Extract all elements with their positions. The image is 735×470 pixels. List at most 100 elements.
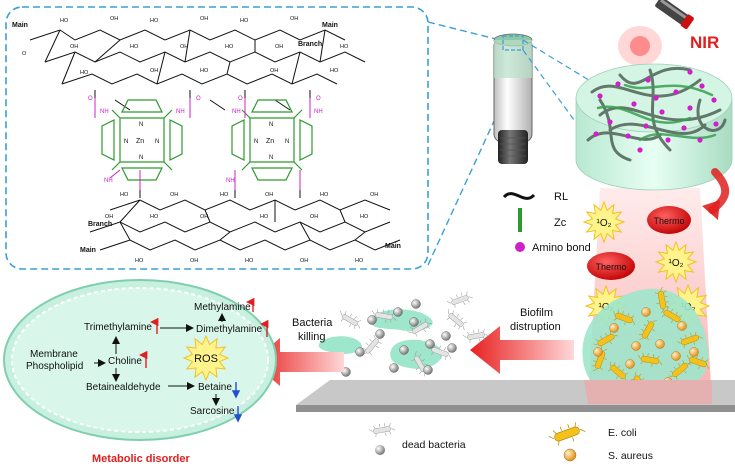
dead-bacterium <box>446 309 468 331</box>
biofilm-disruption-arrow: Biofilm distruption <box>470 307 574 374</box>
dead-bacterium <box>361 334 383 356</box>
hydroxyl-label: OH <box>300 258 308 264</box>
sarcosine-label: Sarcosine <box>190 406 235 417</box>
hydroxyl-label: OH <box>290 16 298 22</box>
dead-ball-icon <box>375 445 385 455</box>
singlet-oxygen-label: ¹O₂ <box>597 218 612 229</box>
zn-phthalocyanine-left: Zn N N N N <box>101 99 183 181</box>
inset-label-main-tl: Main <box>12 22 28 29</box>
ecoli-icon <box>548 422 586 446</box>
ecoli-bacterium <box>612 309 636 326</box>
betainealdehyde-label: Betainealdehyde <box>86 382 161 393</box>
hydroxyl-label: HO <box>220 192 229 198</box>
hydroxyl-label: HO <box>320 192 329 198</box>
metabolic-title: Metabolic disorder <box>92 453 191 465</box>
dead-cocci <box>367 315 377 325</box>
biofilm-label-2: distruption <box>510 321 561 333</box>
dead-cocci <box>441 331 451 341</box>
hydroxyl-label: HO <box>130 44 139 50</box>
nh-label-5: NH <box>104 178 113 184</box>
n-label-left-4: N <box>155 139 159 145</box>
metabolic-cell <box>3 279 277 441</box>
nh-label-4: NH <box>314 109 323 115</box>
nh-label-1: NH <box>100 109 109 115</box>
inset-label-main-tr: Main <box>322 22 338 29</box>
amino-bond-dot <box>597 93 603 99</box>
hydroxyl-label: HO <box>330 68 339 74</box>
n-label-left-1: N <box>139 122 143 128</box>
hydroxyl-label: OH <box>110 16 118 22</box>
ecoli-bacterium <box>593 330 619 350</box>
hydroxyl-label: OH <box>275 44 283 50</box>
dead-cocci <box>375 329 385 339</box>
hydrogel-disk <box>575 63 733 191</box>
amino-bond-dot <box>607 119 613 125</box>
dead-bacteria-field <box>340 291 490 377</box>
biofilm-label-1: Biofilm <box>520 307 553 319</box>
saureus-cell <box>593 347 603 357</box>
ecoli-bacterium <box>654 286 670 314</box>
amino-bond-dot <box>713 121 719 127</box>
amino-bond-dot <box>643 123 649 129</box>
hydroxyl-label: OH <box>370 192 378 198</box>
ecoli-bacterium <box>668 360 692 380</box>
hydroxyl-label: HO <box>245 258 254 264</box>
rl-swatch <box>502 192 536 200</box>
hydroxyl-label: HO <box>150 214 159 220</box>
hydroxyl-label: O <box>22 51 27 57</box>
polymer-network-green <box>596 83 717 142</box>
zn-label-right: Zn <box>266 138 274 145</box>
hydroxyl-label: OH <box>190 258 198 264</box>
hydroxyl-label: HO <box>120 192 129 198</box>
dead-bacterium <box>340 310 362 329</box>
amide-labels: NH NH NH NH NH NH O O O O <box>88 96 323 184</box>
dead-cocci <box>447 343 457 353</box>
membrane-label: Membrane <box>30 349 78 360</box>
amino-bond-dot <box>637 147 643 153</box>
inset-label-branch-tr: Branch <box>298 41 322 48</box>
amide-linkers <box>94 98 311 190</box>
hydroxyl-label: HO <box>225 44 234 50</box>
hydroxyl-label: HO <box>240 18 249 24</box>
hydroxyl-label: OH <box>265 192 273 198</box>
hydroxyl-label: OH <box>270 68 278 74</box>
amino-bond-dot <box>593 131 599 137</box>
legend-materials: RL Zc Amino bond <box>502 191 591 254</box>
zc-swatch <box>518 208 522 232</box>
amino-bond-dot <box>681 125 687 131</box>
saureus-cell <box>677 321 687 331</box>
hydroxyl-label: HO <box>340 44 349 50</box>
amino-bond-dot <box>625 133 631 139</box>
hydroxyl-label: OH <box>150 68 158 74</box>
amino-bond-dot <box>699 83 705 89</box>
hydroxyl-label: OH <box>180 44 188 50</box>
dimethylamine-label: Dimethylamine <box>196 324 263 335</box>
ros-label: ROS <box>194 353 218 365</box>
saureus-cell <box>609 323 619 333</box>
dead-cocci <box>355 347 365 357</box>
dead-cocci <box>411 299 421 309</box>
o-label-4: O <box>316 96 321 102</box>
legend-rl-label: RL <box>554 191 568 203</box>
nh-label-6: NH <box>226 178 235 184</box>
hydroxyl-label: HO <box>260 214 269 220</box>
legend-zc-label: Zc <box>554 217 567 229</box>
hydroxyl-label: OH <box>200 214 208 220</box>
amino-bond-dot <box>711 97 717 103</box>
hydroxyl-label: HO <box>355 258 364 264</box>
ros-star <box>182 334 230 382</box>
amino-bond-dot <box>653 95 659 101</box>
n-label-right-1: N <box>269 122 273 128</box>
thermo-label-2: Thermo <box>595 262 626 272</box>
dead-bacterium <box>368 422 396 437</box>
biofilm-bacteria <box>591 286 710 397</box>
nh-label-2: NH <box>176 109 185 115</box>
n-label-left-3: N <box>124 139 128 145</box>
legend-dead-label: dead bacteria <box>402 439 466 451</box>
singlet-oxygen-star <box>582 200 626 244</box>
dead-cocci <box>423 365 433 375</box>
singlet-oxygen-star <box>654 240 698 284</box>
inset-dashed-frame <box>5 6 429 270</box>
dead-cocci <box>389 363 399 373</box>
